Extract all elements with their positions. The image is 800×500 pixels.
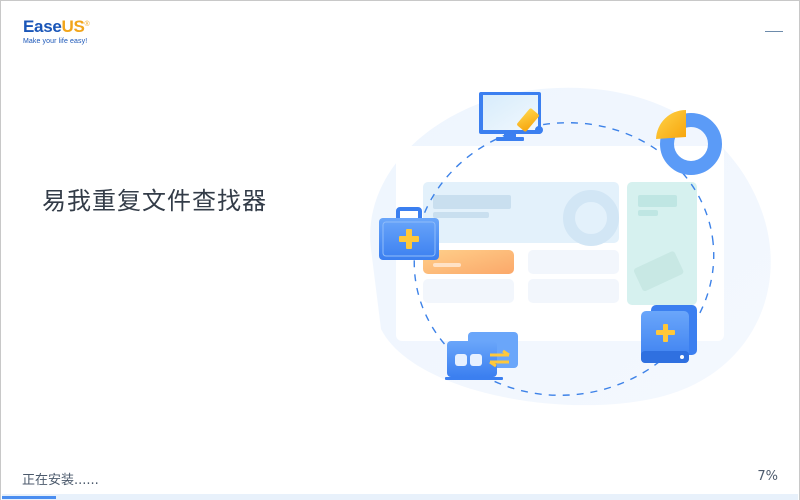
install-status-text: 正在安装...... <box>22 473 99 488</box>
install-progress-fill <box>2 496 56 499</box>
install-progress-bar <box>2 494 798 500</box>
logo-ease: Ease <box>23 17 62 36</box>
install-percent: 7% <box>757 469 778 484</box>
minimize-button[interactable] <box>763 25 783 35</box>
product-title: 易我重复文件查找器 <box>42 187 267 215</box>
easeus-logo: EaseUS® Make your life easy! <box>23 17 90 46</box>
logo-wordmark: EaseUS® <box>23 17 90 36</box>
installer-illustration <box>370 87 771 406</box>
first-aid-kit-icon <box>379 207 439 260</box>
transfer-laptops-icon <box>445 332 518 380</box>
drive-add-icon <box>641 305 697 363</box>
monitor-brush-icon <box>479 92 543 141</box>
pie-chart-icon <box>656 110 722 175</box>
logo-tagline: Make your life easy! <box>23 38 88 45</box>
registered-mark: ® <box>84 21 90 28</box>
logo-us: US <box>61 17 85 36</box>
